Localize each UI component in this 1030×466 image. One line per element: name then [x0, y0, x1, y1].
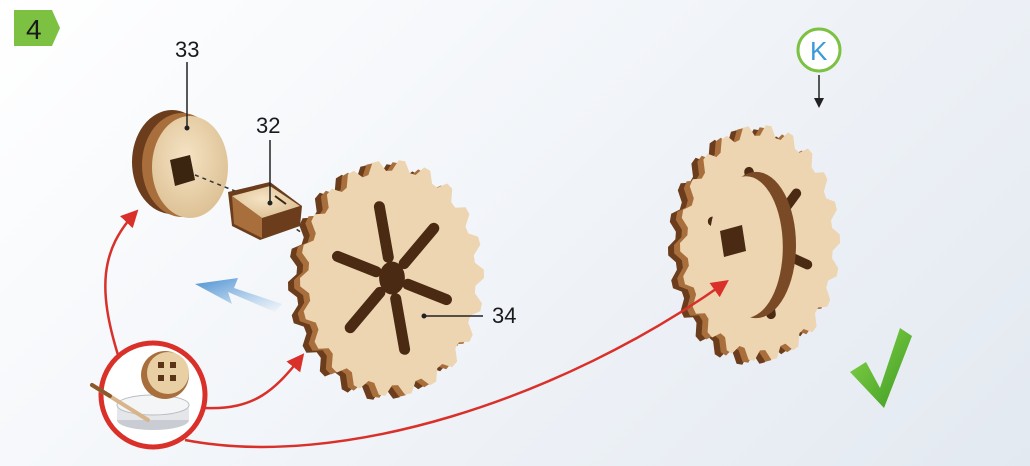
part-label-33: 33	[175, 37, 199, 62]
part-label-32: 32	[256, 113, 280, 138]
mini-gear-icon	[141, 351, 189, 399]
check-icon	[850, 328, 912, 408]
step-number: 4	[26, 14, 42, 45]
hub-face	[709, 176, 783, 318]
gear-center-hole	[379, 262, 405, 295]
assembled-gear	[668, 125, 840, 364]
glue-arrow-to-part-34	[205, 356, 302, 408]
step-badge: 4	[14, 10, 60, 46]
glue-arrow-to-part-33	[105, 212, 136, 355]
marker-k: K	[798, 29, 840, 108]
glue-pot-icon	[92, 343, 205, 447]
part-33-spacer-disc	[132, 110, 228, 218]
part-32-axle	[228, 182, 302, 240]
part-label-34: 34	[492, 303, 516, 328]
marker-letter: K	[810, 36, 828, 66]
direction-arrow-icon	[195, 278, 282, 312]
part-34-gear	[288, 160, 484, 399]
